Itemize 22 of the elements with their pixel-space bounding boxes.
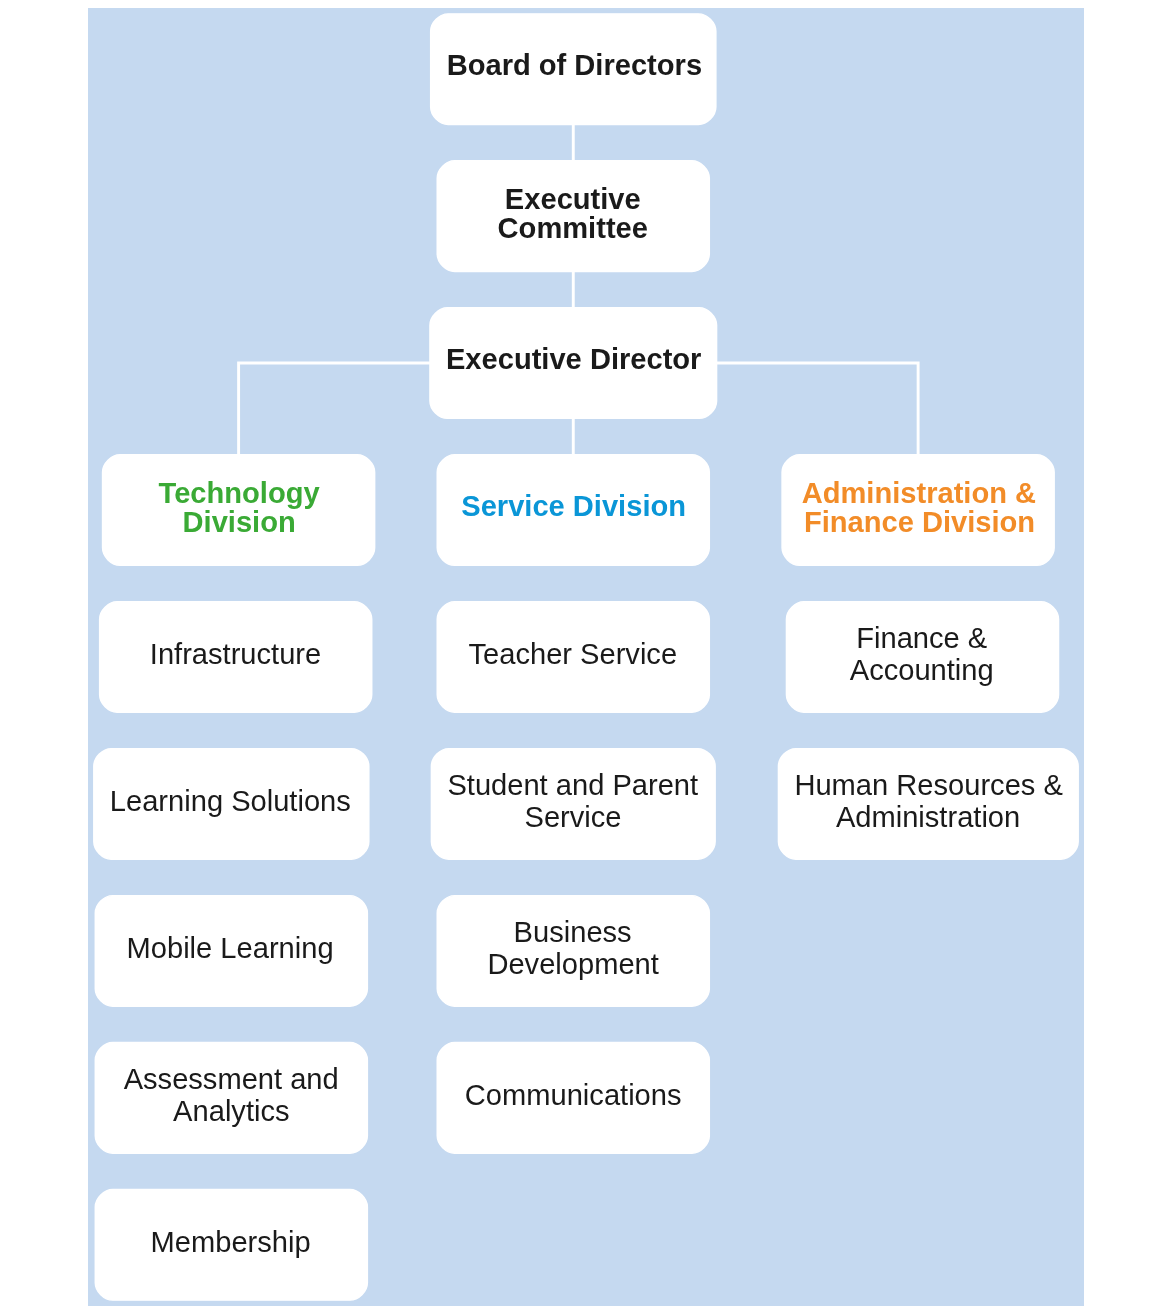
node-box: Mobile Learning <box>94 894 369 1007</box>
node-box: Business Development <box>436 894 711 1007</box>
node-box: Assessment and Analytics <box>94 1041 369 1154</box>
node-box: Human Resources & Administration <box>777 747 1079 860</box>
node-box: Infrastructure <box>98 601 373 713</box>
node-box: Communications <box>436 1041 711 1154</box>
connector <box>237 361 430 455</box>
node-box: Executive Director <box>429 307 718 420</box>
node-box: Service Division <box>436 454 711 567</box>
node-box: Board of Directors <box>429 13 717 126</box>
node-box: Learning Solutions <box>93 747 370 860</box>
connector <box>571 418 575 455</box>
node-box: Finance & Accounting <box>785 601 1060 713</box>
node-box: Executive Committee <box>436 160 711 273</box>
connector <box>717 361 920 455</box>
node-box: Teacher Service <box>436 601 711 713</box>
connector <box>571 124 575 161</box>
node-box: Student and Parent Service <box>430 747 716 860</box>
node-box: Administration & Finance Division <box>781 454 1055 567</box>
node-box: Technology Division <box>101 454 376 567</box>
node-box: Membership <box>94 1188 369 1301</box>
connector <box>571 271 575 308</box>
